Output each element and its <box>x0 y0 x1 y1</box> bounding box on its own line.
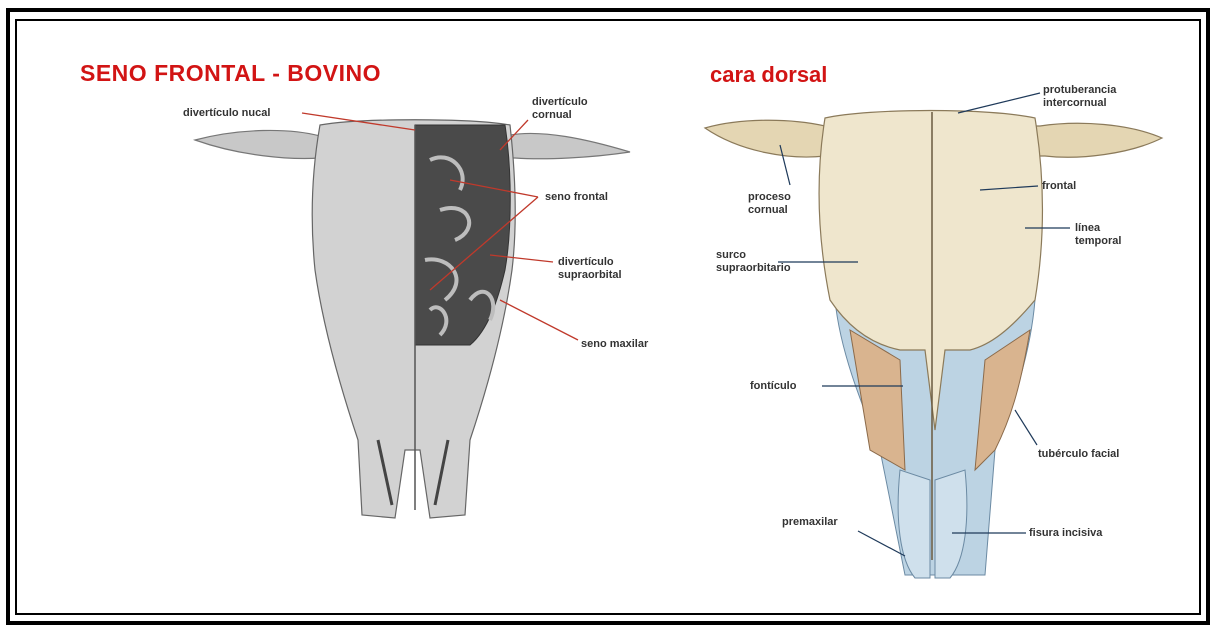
label-frontal: frontal <box>1042 180 1076 193</box>
label-linea-temporal: línea temporal <box>1075 222 1121 248</box>
label-protuberancia-intercornual: protuberancia intercornual <box>1043 84 1116 110</box>
label-linea-line1: línea <box>1075 222 1121 235</box>
right-panel-title: cara dorsal <box>710 62 827 88</box>
label-tuberculo-facial: tubérculo facial <box>1038 448 1119 461</box>
label-diverticulo-supraorbital-line1: divertículo <box>558 256 622 269</box>
label-premaxilar: premaxilar <box>782 516 838 529</box>
leader-seno-maxilar <box>500 300 578 340</box>
label-surco-supraorbitario: surco supraorbitario <box>716 249 791 275</box>
label-protuberancia-line2: intercornual <box>1043 97 1116 110</box>
label-diverticulo-supraorbital: divertículo supraorbital <box>558 256 622 282</box>
leader-tuberculo-facial <box>1015 410 1037 445</box>
label-seno-maxilar: seno maxilar <box>581 338 648 351</box>
label-protuberancia-line1: protuberancia <box>1043 84 1116 97</box>
left-panel-title: SENO FRONTAL - BOVINO <box>80 60 381 87</box>
label-diverticulo-cornual-line2: cornual <box>532 109 588 122</box>
right-skull <box>705 111 1162 579</box>
leader-protuberancia <box>958 93 1040 113</box>
label-diverticulo-cornual-line1: divertículo <box>532 96 588 109</box>
label-proceso-line1: proceso <box>748 191 791 204</box>
label-diverticulo-supraorbital-line2: supraorbital <box>558 269 622 282</box>
label-proceso-line2: cornual <box>748 204 791 217</box>
left-skull <box>195 120 630 518</box>
label-fisura-incisiva: fisura incisiva <box>1029 527 1102 540</box>
label-surco-line2: supraorbitario <box>716 262 791 275</box>
label-fonticulo: fontículo <box>750 380 796 393</box>
label-diverticulo-nucal: divertículo nucal <box>183 107 270 120</box>
label-surco-line1: surco <box>716 249 791 262</box>
label-diverticulo-cornual: divertículo cornual <box>532 96 588 122</box>
label-linea-line2: temporal <box>1075 235 1121 248</box>
label-seno-frontal: seno frontal <box>545 191 608 204</box>
label-proceso-cornual: proceso cornual <box>748 191 791 217</box>
